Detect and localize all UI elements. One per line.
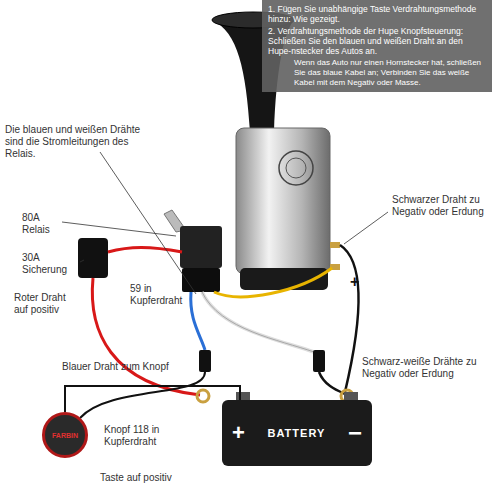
horn-motor [236,128,330,274]
node-text: FARBIN [52,432,78,439]
annotation: Roter Draht auf positiv [14,292,80,316]
node-text: − [348,419,362,447]
wire-connector [65,386,240,412]
ring-terminal [197,390,209,402]
button-wire [80,372,205,418]
black-wire [319,372,345,394]
fuse-holder [78,238,108,278]
node-text: Wenn das Auto nur einen Hornstecker hat,… [268,58,486,88]
battery: + BATTERY − [222,400,372,466]
note-panel: 1. Fügen Sie unabhängige Taste Verdrahtu… [262,0,492,92]
annotation: Blauer Draht zum Knopf [62,361,190,373]
horn-emblem-inner [286,158,306,178]
annotation: Schwarzer Draht zu Negativ oder Erdung [392,194,490,218]
white-wire-edge [202,292,314,352]
horn-terminal-negative [330,242,340,248]
node-text: BATTERY [268,427,326,439]
red-wire [92,278,200,395]
annotation: Taste auf positiv [100,472,200,484]
blue-wire [191,292,205,350]
annotation: 30A Sicherung [22,252,78,276]
node-text: + [232,420,245,446]
relay-socket [182,268,220,292]
node-text: 1. Fügen Sie unabhängige Taste Verdrahtu… [268,4,486,24]
polarity-mark: + [350,274,364,290]
node-text: 2. Verdrahtungsmethode der Hupe Knopfste… [268,26,486,56]
leader-line [62,222,176,236]
yellow-wire [214,268,332,297]
annotation: Knopf 118 in Kupferdraht [104,424,170,448]
relay [180,226,222,268]
white-connector [313,350,325,372]
blue-connector [199,350,211,372]
red-wire [108,248,182,253]
leader-line [344,212,388,244]
annotation: 80A Relais [22,212,62,236]
annotation: Schwarz-weiße Drähte zu Negativ oder Erd… [362,356,488,380]
white-wire [202,292,314,352]
horn-black-wire [340,245,359,392]
horn-emblem [279,151,313,185]
annotation: Die blauen und weißen Drähte sind die St… [5,124,145,160]
leader-line [100,152,196,294]
annotation: 59 in Kupferdraht [130,283,180,307]
push-button: FARBIN [42,412,88,458]
leader-line [80,260,84,262]
